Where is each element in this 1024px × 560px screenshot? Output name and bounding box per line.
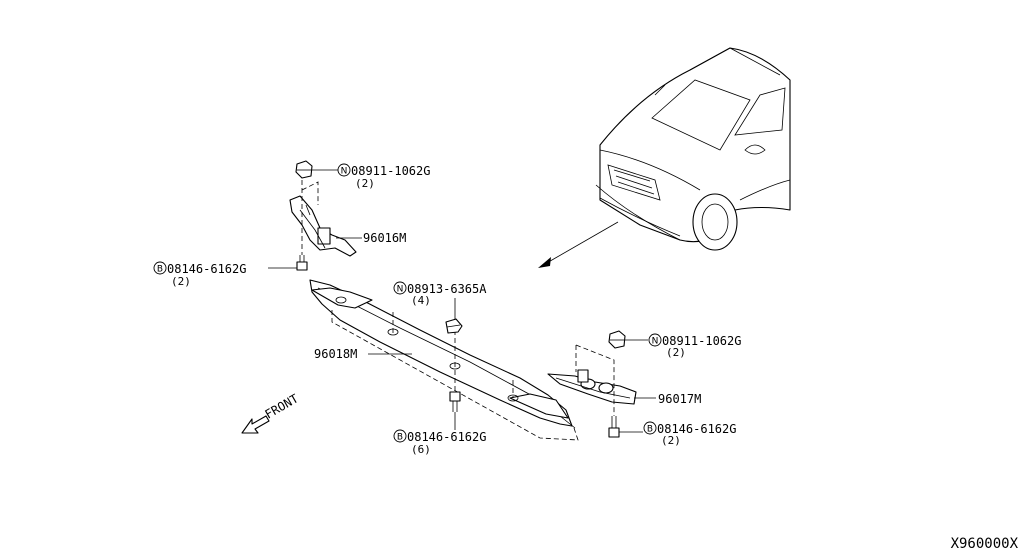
callout-nut-right: N 08911-1062G (2): [648, 333, 741, 359]
bracket-right-96017M: [547, 369, 637, 405]
part-number: 08146-6162G: [167, 262, 246, 276]
front-label: FRONT: [263, 391, 301, 421]
vehicle-illustration: [595, 47, 791, 251]
cover-center-96018M: [309, 279, 576, 429]
part-number: 08146-6162G: [407, 430, 486, 444]
nut-left: [295, 160, 313, 179]
callout-prefix: B: [647, 425, 653, 435]
part-label-96016M: 96016M: [363, 231, 406, 245]
callout-prefix: B: [397, 433, 403, 443]
quantity: (2): [355, 177, 375, 190]
nut-right: [608, 330, 626, 349]
quantity: (2): [171, 275, 191, 288]
bolt-right: [608, 416, 620, 438]
part-number: 08146-6162G: [657, 422, 736, 436]
front-direction-indicator: FRONT: [241, 391, 301, 434]
bracket-left-96016M: [289, 195, 357, 257]
part-label-96018M: 96018M: [314, 347, 357, 361]
part-number: 08913-6365A: [407, 282, 487, 296]
callout-prefix: N: [341, 167, 348, 177]
part-label-96017M: 96017M: [658, 392, 701, 406]
callout-bolt-center: B 08146-6162G (6): [393, 429, 486, 456]
callout-bolt-right: B 08146-6162G (2): [643, 421, 736, 447]
callout-prefix: B: [157, 265, 163, 275]
bolt-center: [449, 391, 461, 412]
quantity: (2): [661, 434, 681, 447]
callout-prefix: N: [652, 337, 659, 347]
location-arrow: [538, 221, 619, 268]
clip-center: [445, 318, 463, 334]
callout-clip-center: N 08913-6365A (4): [393, 281, 487, 307]
diagram-code: X960000X: [951, 536, 1019, 552]
part-number: 08911-1062G: [662, 334, 741, 348]
quantity: (6): [411, 443, 431, 456]
callout-bolt-left: B 08146-6162G (2): [153, 261, 246, 288]
quantity: (2): [666, 346, 686, 359]
callout-prefix: N: [397, 285, 404, 295]
bolt-left: [296, 255, 308, 271]
quantity: (4): [411, 294, 431, 307]
callout-nut-left: N 08911-1062G (2): [337, 163, 430, 190]
part-number: 08911-1062G: [351, 164, 430, 178]
